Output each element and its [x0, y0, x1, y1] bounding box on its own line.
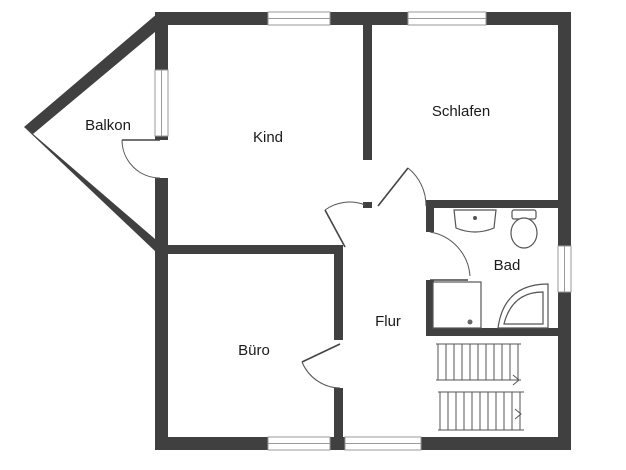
room-labels: Balkon Kind Schlafen Bad Flur Büro: [85, 103, 520, 359]
door-buero: [301, 343, 341, 389]
door-balkon: [121, 139, 161, 179]
room-label-kind: Kind: [253, 129, 283, 146]
stairs-lower: [438, 391, 524, 431]
window-schlafen-top: [407, 11, 487, 26]
window-kind-balkon: [154, 69, 169, 137]
room-label-flur: Flur: [375, 313, 401, 330]
window-bad-right: [557, 245, 572, 293]
door-bad: [429, 231, 471, 281]
room-label-bad: Bad: [494, 257, 521, 274]
room-label-schlafen: Schlafen: [432, 103, 490, 120]
room-label-buero: Büro: [238, 342, 270, 359]
balcony-walls: [24, 13, 167, 252]
shower-icon: [432, 281, 482, 329]
window-buero-bottom: [267, 436, 331, 451]
doors: [121, 139, 471, 389]
bathtub-icon: [497, 283, 549, 329]
windows: [154, 11, 572, 451]
room-label-balkon: Balkon: [85, 117, 131, 134]
stairs: [436, 343, 524, 431]
stairs-upper: [436, 343, 521, 386]
door-schlafen: [377, 167, 427, 207]
window-kind-top: [267, 11, 331, 26]
toilet-icon: [510, 209, 538, 249]
bathroom-fixtures: [432, 209, 549, 329]
sink-icon: [453, 209, 497, 233]
window-flur-bottom: [344, 436, 422, 451]
door-kind: [324, 201, 366, 248]
